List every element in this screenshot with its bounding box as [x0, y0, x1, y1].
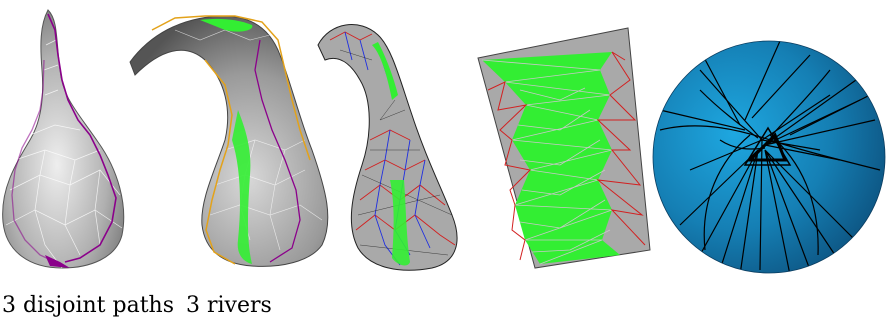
panel-1-pear-mesh [2, 9, 125, 269]
panel-4-unfolded-strip [477, 27, 651, 269]
panel-2-rivers-mesh [129, 15, 329, 267]
caption-rivers: 3 rivers [186, 293, 272, 318]
panel-3-edge-colored-mesh [317, 24, 458, 271]
panel-5-sphere-embedding [652, 40, 886, 274]
caption-disjoint-paths: 3 disjoint paths [2, 293, 175, 318]
